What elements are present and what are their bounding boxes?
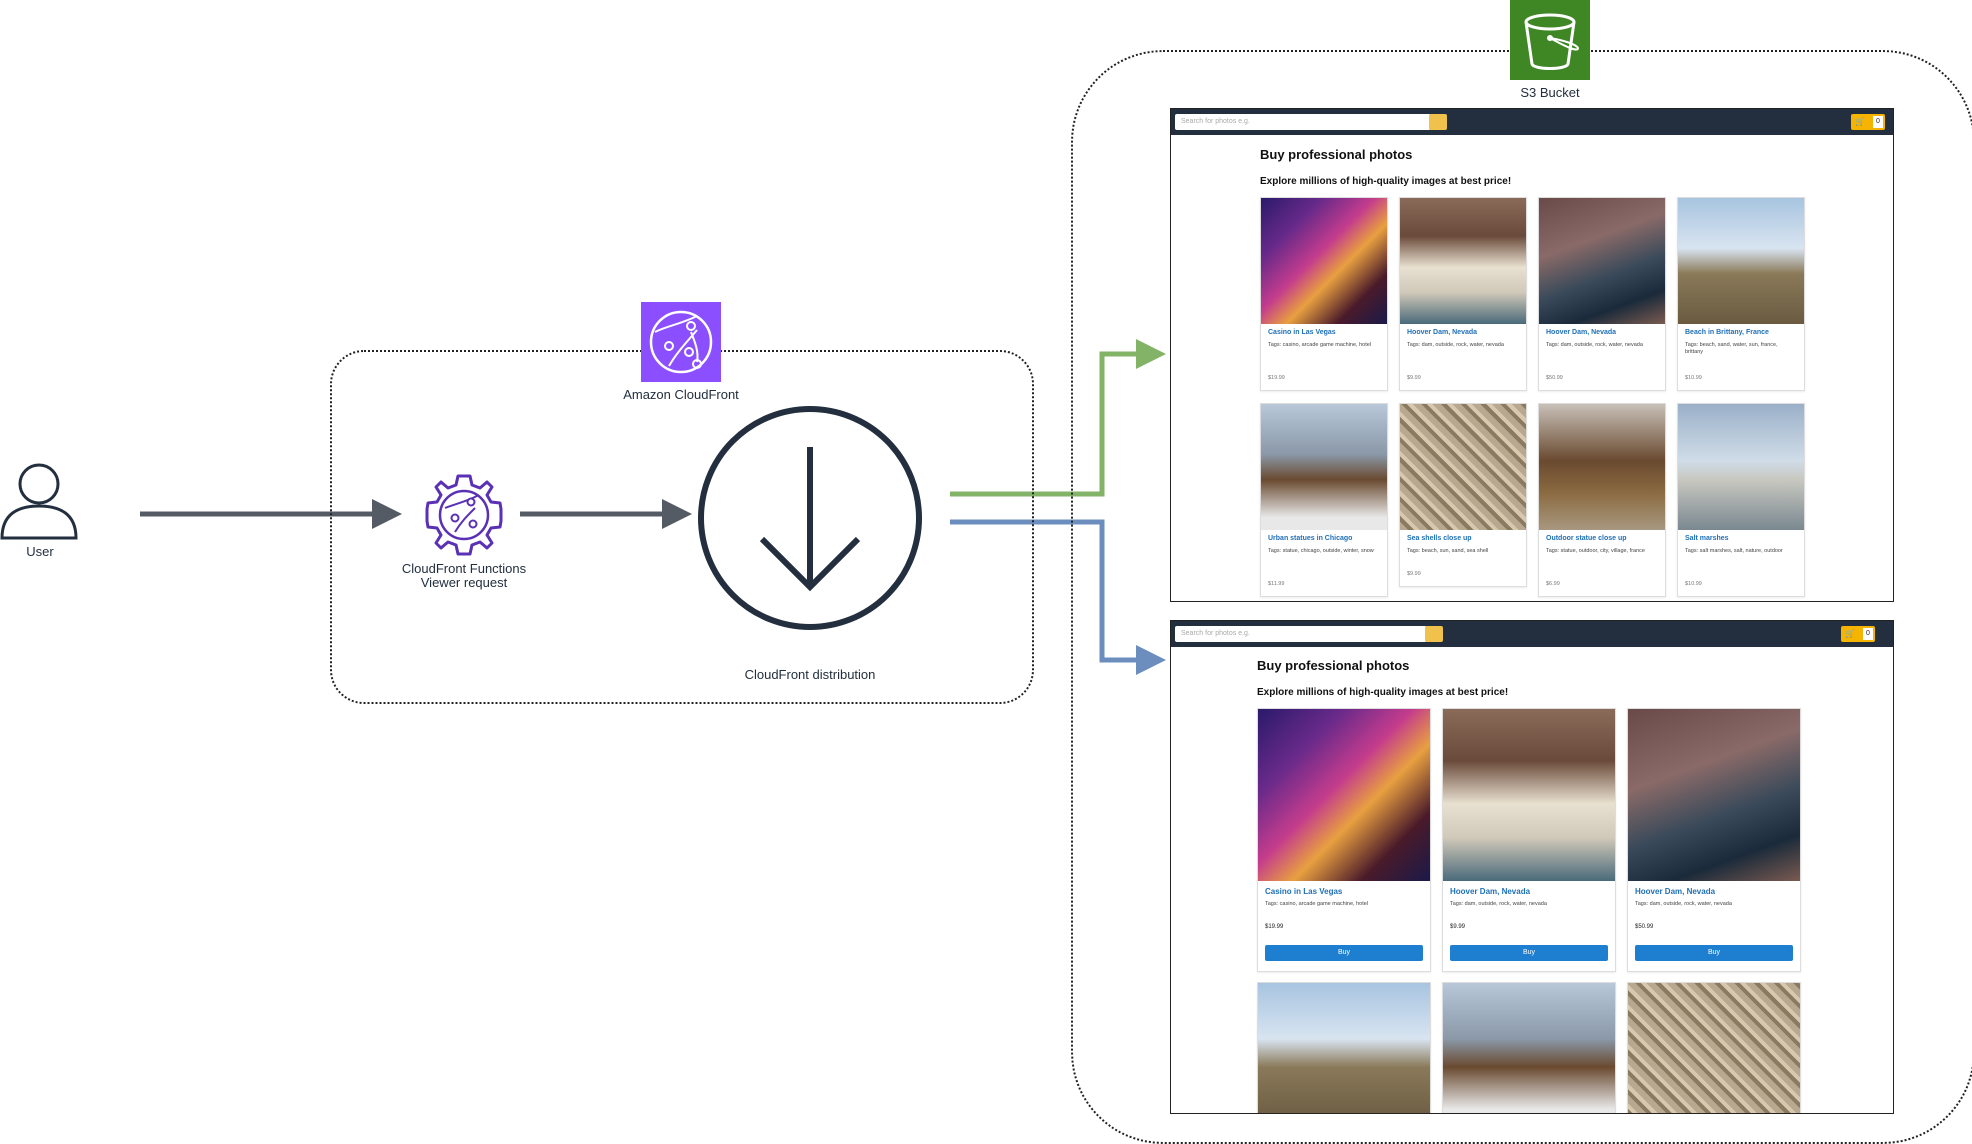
- cloudfront-functions-label-line2: Viewer request: [420, 575, 508, 590]
- site-b-search-button[interactable]: [1425, 626, 1443, 642]
- photo-title: Beach in Brittany, France: [1685, 329, 1769, 336]
- photo-title: Hoover Dam, Nevada: [1635, 887, 1716, 896]
- user-label: User: [26, 544, 54, 559]
- photo-price: $50.99: [1546, 375, 1563, 381]
- cloudfront-service-icon: [641, 302, 721, 382]
- photo-tags: Tags: dam, outside, rock, water, nevada: [1635, 901, 1732, 907]
- arrow-distribution-to-site-b: [950, 519, 1166, 675]
- site-a-photo-card[interactable]: Urban statues in Chicago Tags: statue, c…: [1260, 403, 1388, 597]
- photo-image: [1261, 198, 1387, 324]
- cloudfront-functions-label-line1: CloudFront Functions: [401, 561, 527, 576]
- photo-price: $19.99: [1265, 924, 1284, 930]
- photo-price: $19.99: [1268, 375, 1285, 381]
- s3-bucket-icon: [1510, 0, 1590, 80]
- photo-title: Hoover Dam, Nevada: [1450, 887, 1531, 896]
- site-a-photo-card[interactable]: Casino in Las Vegas Tags: casino, arcade…: [1260, 197, 1388, 391]
- photo-title: Hoover Dam, Nevada: [1546, 329, 1617, 336]
- photo-tags: Tags: casino, arcade game machine, hotel: [1268, 342, 1372, 348]
- photo-tags: Tags: dam, outside, rock, water, nevada: [1546, 342, 1643, 348]
- photo-title: Salt marshes: [1685, 535, 1729, 542]
- photo-price: $9.99: [1407, 375, 1421, 381]
- photo-title: Hoover Dam, Nevada: [1407, 329, 1478, 336]
- photo-image: [1539, 404, 1665, 530]
- site-a-search-input[interactable]: Search for photos e.g.: [1175, 114, 1431, 130]
- cloudfront-distribution-icon: [698, 406, 922, 630]
- photo-price: $10.99: [1685, 581, 1702, 587]
- site-b-photo-card[interactable]: Casino in Las Vegas Tags: casino, arcade…: [1257, 708, 1431, 972]
- site-b-cart-count: 0: [1863, 628, 1873, 640]
- site-b-navbar: Search for photos e.g. 🛒 0: [1171, 621, 1893, 647]
- site-b-photo-card[interactable]: Hoover Dam, Nevada Tags: dam, outside, r…: [1442, 708, 1616, 972]
- site-a-cart-count: 0: [1873, 116, 1883, 128]
- s3-bucket-label: S3 Bucket: [1520, 85, 1580, 100]
- photo-price: $9.99: [1407, 571, 1421, 577]
- cart-icon: 🛒: [1845, 629, 1855, 638]
- photo-image: [1400, 404, 1526, 530]
- photo-image: [1678, 198, 1804, 324]
- photo-tags: Tags: dam, outside, rock, water, nevada: [1450, 901, 1547, 907]
- photo-image: [1539, 198, 1665, 324]
- site-b-cart-button[interactable]: 🛒 0: [1841, 626, 1875, 642]
- arrow-distribution-to-site-a: [950, 339, 1166, 497]
- site-b-photo-card[interactable]: [1627, 982, 1801, 1113]
- photo-price: $10.99: [1685, 375, 1702, 381]
- site-a-navbar: Search for photos e.g. 🛒 0: [1171, 109, 1893, 135]
- photo-image: [1443, 709, 1615, 881]
- site-a-photo-card[interactable]: Salt marshes Tags: salt marshes, salt, n…: [1677, 403, 1805, 597]
- photo-tags: Tags: statue, outdoor, city, village, fr…: [1546, 548, 1645, 554]
- user-icon: [0, 463, 78, 540]
- photo-image: [1678, 404, 1804, 530]
- site-a-search-button[interactable]: [1429, 114, 1447, 130]
- photo-price: $6.99: [1546, 581, 1560, 587]
- photo-image: [1400, 198, 1526, 324]
- cloudfront-service-label: Amazon CloudFront: [623, 387, 739, 402]
- photo-price: $11.99: [1268, 581, 1285, 587]
- photo-image: [1628, 983, 1800, 1113]
- photo-image: [1443, 983, 1615, 1113]
- site-b-page-title: Buy professional photos: [1257, 658, 1410, 673]
- photo-title: Sea shells close up: [1407, 535, 1472, 542]
- photo-image: [1258, 983, 1430, 1113]
- website-variant-b-screenshot: Search for photos e.g. 🛒 0 Buy professio…: [1170, 620, 1894, 1114]
- site-a-photo-card[interactable]: Sea shells close up Tags: beach, sun, sa…: [1399, 403, 1527, 587]
- photo-tags: Tags: casino, arcade game machine, hotel: [1265, 901, 1369, 907]
- photo-price: $50.99: [1635, 924, 1654, 930]
- photo-title: Casino in Las Vegas: [1268, 329, 1336, 336]
- buy-button[interactable]: Buy: [1450, 945, 1608, 961]
- site-a-page-subtitle: Explore millions of high-quality images …: [1260, 176, 1512, 187]
- site-a-photo-card[interactable]: Outdoor statue close up Tags: statue, ou…: [1538, 403, 1666, 597]
- site-b-photo-card[interactable]: Hoover Dam, Nevada Tags: dam, outside, r…: [1627, 708, 1801, 972]
- site-b-search-input[interactable]: Search for photos e.g.: [1175, 626, 1427, 642]
- site-a-photo-card[interactable]: Hoover Dam, Nevada Tags: dam, outside, r…: [1399, 197, 1527, 391]
- buy-button[interactable]: Buy: [1635, 945, 1793, 961]
- photo-image: [1258, 709, 1430, 881]
- cloudfront-functions-icon: [425, 474, 503, 556]
- site-b-photo-card[interactable]: [1442, 982, 1616, 1113]
- cloudfront-distribution-label: CloudFront distribution: [744, 667, 876, 682]
- photo-title: Casino in Las Vegas: [1265, 887, 1343, 896]
- photo-title: Urban statues in Chicago: [1268, 535, 1353, 542]
- photo-title: Outdoor statue close up: [1546, 535, 1627, 542]
- website-variant-a-screenshot: Search for photos e.g. 🛒 0 Buy professio…: [1170, 108, 1894, 602]
- photo-tags: Tags: beach, sand, water, sun, france, b…: [1685, 342, 1778, 356]
- site-a-photo-card[interactable]: Hoover Dam, Nevada Tags: dam, outside, r…: [1538, 197, 1666, 391]
- photo-tags: Tags: beach, sun, sand, sea shell: [1407, 548, 1489, 554]
- photo-tags: Tags: dam, outside, rock, water, nevada: [1407, 342, 1504, 348]
- photo-tags: Tags: salt marshes, salt, nature, outdoo…: [1685, 548, 1783, 554]
- photo-price: $9.99: [1450, 924, 1466, 930]
- cart-icon: 🛒: [1855, 117, 1865, 126]
- photo-tags: Tags: statue, chicago, outside, winter, …: [1268, 548, 1374, 554]
- site-b-photo-card[interactable]: [1257, 982, 1431, 1113]
- photo-image: [1628, 709, 1800, 881]
- site-a-cart-button[interactable]: 🛒 0: [1851, 114, 1885, 130]
- photo-image: [1261, 404, 1387, 530]
- site-b-page-subtitle: Explore millions of high-quality images …: [1257, 687, 1509, 698]
- site-a-photo-card[interactable]: Beach in Brittany, France Tags: beach, s…: [1677, 197, 1805, 391]
- buy-button[interactable]: Buy: [1265, 945, 1423, 961]
- site-a-page-title: Buy professional photos: [1260, 147, 1413, 162]
